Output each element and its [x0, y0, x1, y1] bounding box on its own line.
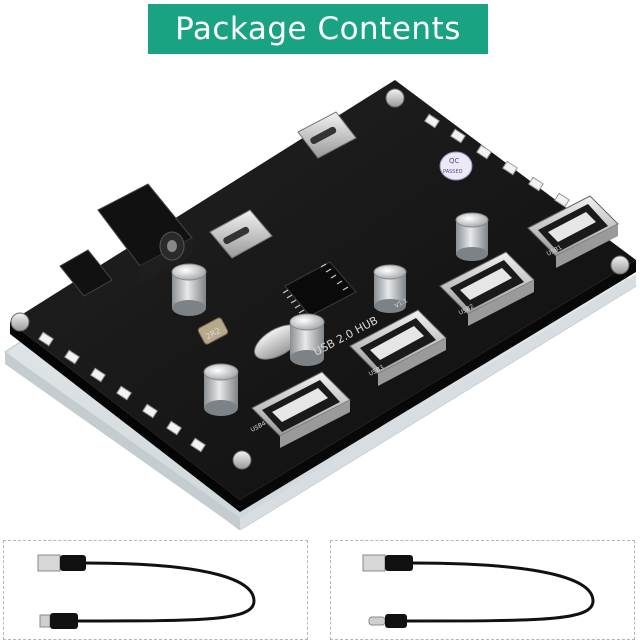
dc-barrel-plug-icon [39, 613, 78, 629]
usb-a-plug-icon [37, 554, 86, 572]
usb-port-3 [349, 309, 447, 386]
usb-a-ports [251, 195, 619, 448]
usb-c-plug-icon [368, 614, 407, 628]
usb-a-to-dc-barrel-cable [37, 554, 256, 629]
qc-sticker-text: QC [449, 157, 460, 165]
usb-port-2 [439, 251, 535, 326]
page-title-banner: Package Contents [148, 4, 488, 54]
capacitor [373, 264, 407, 313]
dc-barrel-jack [97, 183, 193, 284]
standoff-screws [10, 88, 630, 470]
capacitor [289, 313, 325, 366]
capacitor [455, 212, 489, 261]
led-row-left [38, 331, 206, 453]
cable-box-usbc [330, 540, 635, 640]
usb-port-1 [527, 195, 619, 268]
usb-c-connectors [209, 111, 357, 259]
qc-sticker-passed: PASSED [443, 169, 463, 175]
usb-port-4 [251, 371, 351, 448]
led-row-right [424, 113, 570, 208]
hub-controller-chip [282, 261, 357, 317]
page-title: Package Contents [175, 11, 461, 47]
capacitor [203, 363, 239, 416]
inductor: 2R2 [197, 317, 229, 345]
qc-passed-sticker: QC PASSED [439, 151, 473, 181]
side-connector [59, 249, 113, 297]
electrolytic-capacitors [171, 212, 489, 416]
cable-box-dc [3, 540, 308, 640]
capacitor [171, 263, 207, 316]
usb-a-to-usb-c-cable [362, 554, 595, 628]
usb-a-plug-icon [362, 554, 413, 572]
usb-hub-board-illustration: 2R2 [4, 80, 637, 530]
